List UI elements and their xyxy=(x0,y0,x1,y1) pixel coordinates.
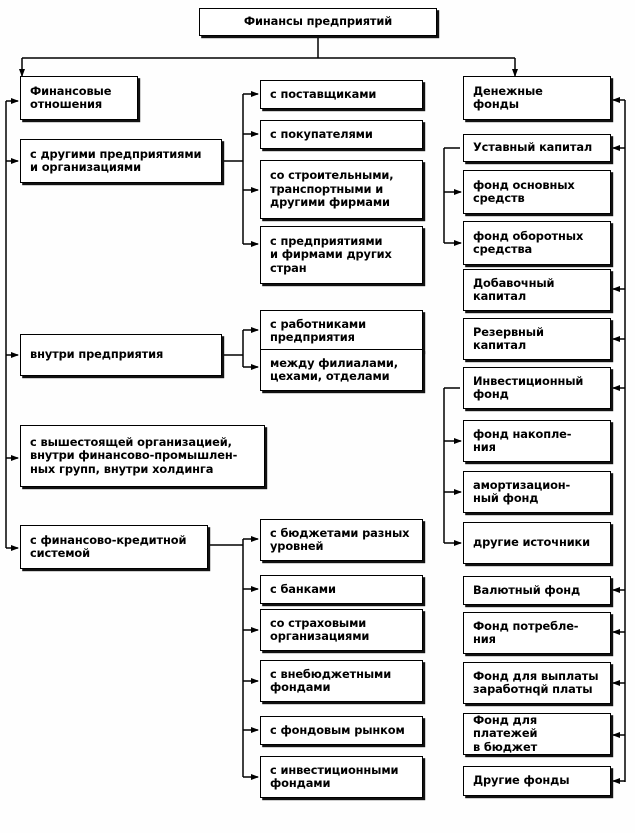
node-extrabudget-label: с внебюджетными фондами xyxy=(270,666,392,694)
node-buyers-label: с покупателями xyxy=(270,126,373,141)
node-fixed-assets-fund[interactable]: фонд основных средств xyxy=(463,170,611,214)
node-stock-market-label: с фондовым рынком xyxy=(270,722,405,737)
node-construction[interactable]: со строительными, транспортными и другим… xyxy=(260,160,423,219)
node-root-label: Финансы предприятий xyxy=(243,14,393,29)
node-banks[interactable]: с банками xyxy=(260,575,423,604)
node-extrabudget[interactable]: с внебюджетными фондами xyxy=(260,660,423,702)
node-workers-label: с работниками предприятия xyxy=(270,316,366,344)
node-other-enterprises[interactable]: с другими предприятиями и организациями xyxy=(20,139,222,183)
node-suppliers-label: с поставщиками xyxy=(270,86,377,101)
node-foreign-label: с предприятиями и фирмами других стран xyxy=(270,233,392,275)
node-budget-payments-fund-label: Фонд для платежей в бюджет xyxy=(473,712,538,754)
node-investment-fund[interactable]: Инвестиционный фонд xyxy=(463,367,611,409)
node-banks-label: с банками xyxy=(270,581,336,596)
node-salary-fund-label: Фонд для выплаты заработнqй платы xyxy=(473,668,599,696)
node-money-funds[interactable]: Денежные фонды xyxy=(463,76,611,120)
node-reserve-capital[interactable]: Резервный капитал xyxy=(463,318,611,360)
node-amortization-fund[interactable]: амортизацион- ный фонд xyxy=(463,471,611,513)
node-working-capital-fund[interactable]: фонд оборотных средства xyxy=(463,221,611,265)
node-branches-label: между филиалами, цехами, отделами xyxy=(270,355,398,383)
node-currency-fund[interactable]: Валютный фонд xyxy=(463,576,611,605)
node-other-enterprises-label: с другими предприятиями и организациями xyxy=(30,146,202,174)
node-construction-label: со строительными, транспортными и другим… xyxy=(270,168,394,210)
node-budgets-label: с бюджетами разных уровней xyxy=(270,525,410,553)
node-credit-system[interactable]: с финансово-кредитной системой xyxy=(20,525,208,569)
node-salary-fund[interactable]: Фонд для выплаты заработнqй платы xyxy=(463,662,611,704)
node-additional-capital-label: Добавочный капитал xyxy=(473,275,555,303)
node-accumulation-fund[interactable]: фонд накопле- ния xyxy=(463,420,611,462)
node-budgets[interactable]: с бюджетами разных уровней xyxy=(260,519,423,561)
node-other-sources-label: другие источники xyxy=(473,535,591,550)
node-fin-relations[interactable]: Финансовые отношения xyxy=(20,76,138,120)
node-insurance[interactable]: со страховыми организациями xyxy=(260,609,423,651)
node-stock-market[interactable]: с фондовым рынком xyxy=(260,716,423,745)
node-other-funds-label: Другие фонды xyxy=(473,773,570,788)
node-working-capital-fund-label: фонд оборотных средства xyxy=(473,228,584,256)
node-inside-enterprise[interactable]: внутри предприятия xyxy=(20,334,222,376)
node-budget-payments-fund[interactable]: Фонд для платежей в бюджет xyxy=(463,713,611,755)
node-investment-funds-label: с инвестиционными фондами xyxy=(270,762,399,790)
node-reserve-capital-label: Резервный капитал xyxy=(473,324,544,352)
node-fixed-assets-fund-label: фонд основных средств xyxy=(473,177,575,205)
node-buyers[interactable]: с покупателями xyxy=(260,120,423,149)
node-higher-org-label: с вышестоящей организацией, внутри финан… xyxy=(30,434,238,476)
node-money-funds-label: Денежные фонды xyxy=(473,83,543,111)
node-branches[interactable]: между филиалами, цехами, отделами xyxy=(260,349,423,391)
node-fin-relations-label: Финансовые отношения xyxy=(30,83,112,111)
node-amortization-fund-label: амортизацион- ный фонд xyxy=(473,477,571,505)
node-inside-enterprise-label: внутри предприятия xyxy=(30,347,164,362)
node-charter-capital-label: Уставный капитал xyxy=(473,140,593,155)
node-other-sources[interactable]: другие источники xyxy=(463,522,611,564)
node-charter-capital[interactable]: Уставный капитал xyxy=(463,134,611,162)
node-additional-capital[interactable]: Добавочный капитал xyxy=(463,269,611,311)
node-workers[interactable]: с работниками предприятия xyxy=(260,310,423,352)
node-accumulation-fund-label: фонд накопле- ния xyxy=(473,426,572,454)
node-other-funds[interactable]: Другие фонды xyxy=(463,766,611,796)
node-suppliers[interactable]: с поставщиками xyxy=(260,80,423,109)
node-investment-fund-label: Инвестиционный фонд xyxy=(473,373,584,401)
node-higher-org[interactable]: с вышестоящей организацией, внутри финан… xyxy=(20,425,265,487)
node-insurance-label: со страховыми организациями xyxy=(270,615,370,643)
node-currency-fund-label: Валютный фонд xyxy=(473,582,581,597)
node-root[interactable]: Финансы предприятий xyxy=(199,8,437,36)
node-investment-funds[interactable]: с инвестиционными фондами xyxy=(260,756,423,798)
node-credit-system-label: с финансово-кредитной системой xyxy=(30,532,187,560)
node-consumption-fund[interactable]: Фонд потребле- ния xyxy=(463,612,611,654)
node-consumption-fund-label: Фонд потребле- ния xyxy=(473,618,579,646)
node-foreign[interactable]: с предприятиями и фирмами других стран xyxy=(260,226,423,284)
